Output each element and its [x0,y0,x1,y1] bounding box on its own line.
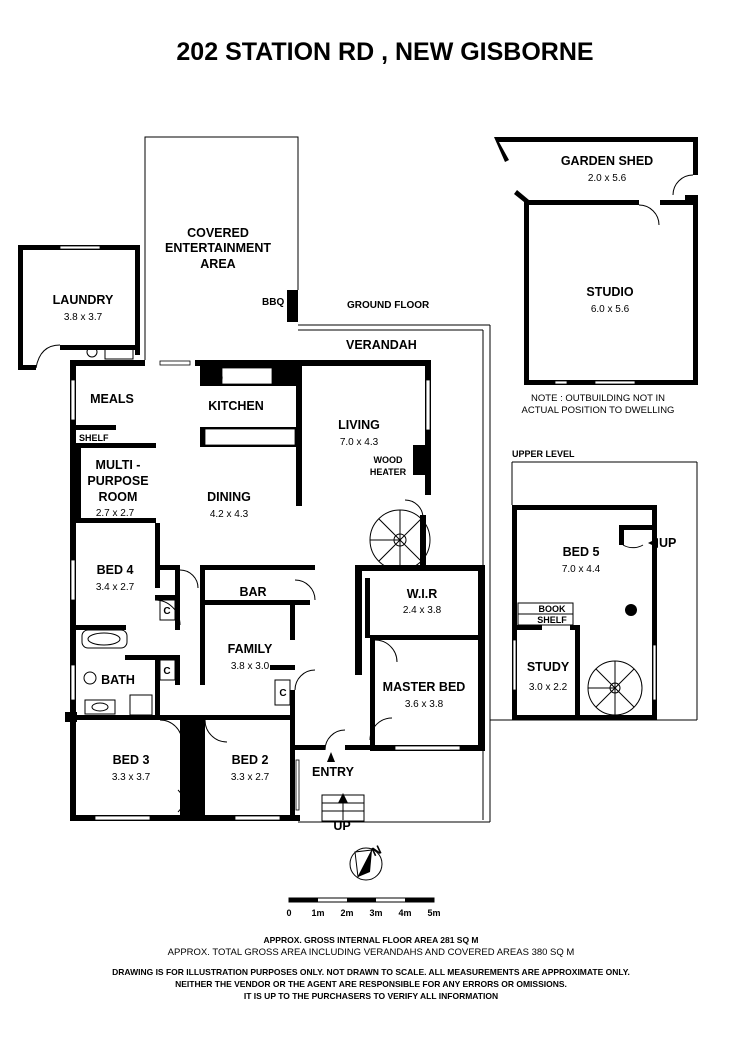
laundry-label: LAUNDRY [53,293,114,307]
bed4-label: BED 4 [97,563,134,577]
shelf-label: SHELF [79,433,109,443]
multi-purpose-label-1: MULTI - [96,458,141,472]
outbuilding-note-2: ACTUAL POSITION TO DWELLING [522,405,675,416]
studio-size: 6.0 x 5.6 [591,304,630,315]
study-label: STUDY [527,660,570,674]
study-size: 3.0 x 2.2 [529,682,568,693]
scale-tick-0: 0 [286,908,291,918]
scale-tick-2: 2m [340,908,353,918]
family-size: 3.8 x 3.0 [231,661,270,672]
scale-tick-1: 1m [311,908,324,918]
total-area-text: APPROX. TOTAL GROSS AREA INCLUDING VERAN… [168,947,575,958]
covered-area-label-3: AREA [200,257,235,271]
laundry-size: 3.8 x 3.7 [64,312,103,323]
cupboard-label-bed4: C [163,606,170,617]
entry-label: ENTRY [312,765,355,779]
disclaimer-line-1: DRAWING IS FOR ILLUSTRATION PURPOSES ONL… [112,967,630,977]
bar-label: BAR [239,585,266,599]
master-bed-size: 3.6 x 3.8 [405,699,444,710]
compass-north-label: N [369,843,383,860]
outbuilding-walls [494,137,698,385]
book-shelf-label-1: BOOK [539,604,567,614]
wir-size: 2.4 x 3.8 [403,605,442,616]
wir-label: W.I.R [407,587,438,601]
meals-label: MEALS [90,392,134,406]
robe-label-3: ROBE [187,787,197,813]
robe-label-1: ROBE [187,722,197,748]
multi-purpose-label-2: PURPOSE [87,474,148,488]
fittings [81,445,431,822]
upper-level-outline: UPPER LEVEL [490,449,698,721]
main-house-walls [65,360,485,821]
multi-purpose-size: 2.7 x 2.7 [96,508,135,519]
bbq-unit [287,290,298,322]
ground-floor-label: GROUND FLOOR [347,300,430,311]
multi-purpose-label-3: ROOM [99,490,138,504]
covered-area-label-2: ENTERTAINMENT [165,241,271,255]
wo-label: W/O [205,373,223,383]
upper-level-label: UPPER LEVEL [512,449,575,459]
wood-heater-label-2: HEATER [370,467,407,477]
gross-area-text: APPROX. GROSS INTERNAL FLOOR AREA 281 SQ… [263,935,478,945]
garden-shed-size: 2.0 x 5.6 [588,173,627,184]
family-label: FAMILY [228,642,273,656]
book-shelf-label-2: SHELF [537,615,567,625]
cupboard-label-family: C [279,688,286,699]
verandah-label: VERANDAH [346,338,417,352]
page-title: 202 STATION RD , NEW GISBORNE [176,38,593,66]
upper-up-label: UP [659,536,676,550]
scale-tick-3: 3m [369,908,382,918]
wood-heater-label-1: WOOD [374,455,403,465]
robe-label-2: ROBE [187,754,197,780]
dw-label: DW [281,373,296,383]
dining-label: DINING [207,490,251,504]
living-size: 7.0 x 4.3 [340,437,379,448]
living-label: LIVING [338,418,380,432]
bed3-label: BED 3 [113,753,150,767]
cupboard-label-bath: C [163,666,170,677]
studio-label: STUDIO [586,285,634,299]
bbq-label: BBQ [262,297,284,308]
dining-size: 4.2 x 4.3 [210,509,249,520]
bed2-size: 3.3 x 2.7 [231,772,270,783]
bath-label: BATH [101,673,135,687]
compass-icon: N [349,843,384,881]
kitchen-label: KITCHEN [208,399,264,413]
scale-tick-5: 5m [427,908,440,918]
disclaimer-line-3: IT IS UP TO THE PURCHASERS TO VERIFY ALL… [244,991,498,1001]
scale-bar: 0 1m 2m 3m 4m 5m [286,897,441,918]
laundry-walls [18,245,140,370]
bed5-label: BED 5 [563,545,600,559]
disclaimer-line-2: NEITHER THE VENDOR OR THE AGENT ARE RESP… [175,979,567,989]
outbuilding-note-1: NOTE : OUTBUILDING NOT IN [531,393,665,404]
entry-up-label: UP [333,819,350,833]
bed3-size: 3.3 x 3.7 [112,772,151,783]
bed4-size: 3.4 x 2.7 [96,582,135,593]
bed2-label: BED 2 [232,753,269,767]
garden-shed-label: GARDEN SHED [561,154,653,168]
scale-tick-4: 4m [398,908,411,918]
covered-area-label-1: COVERED [187,226,249,240]
bed5-size: 7.0 x 4.4 [562,564,601,575]
master-bed-label: MASTER BED [383,680,466,694]
